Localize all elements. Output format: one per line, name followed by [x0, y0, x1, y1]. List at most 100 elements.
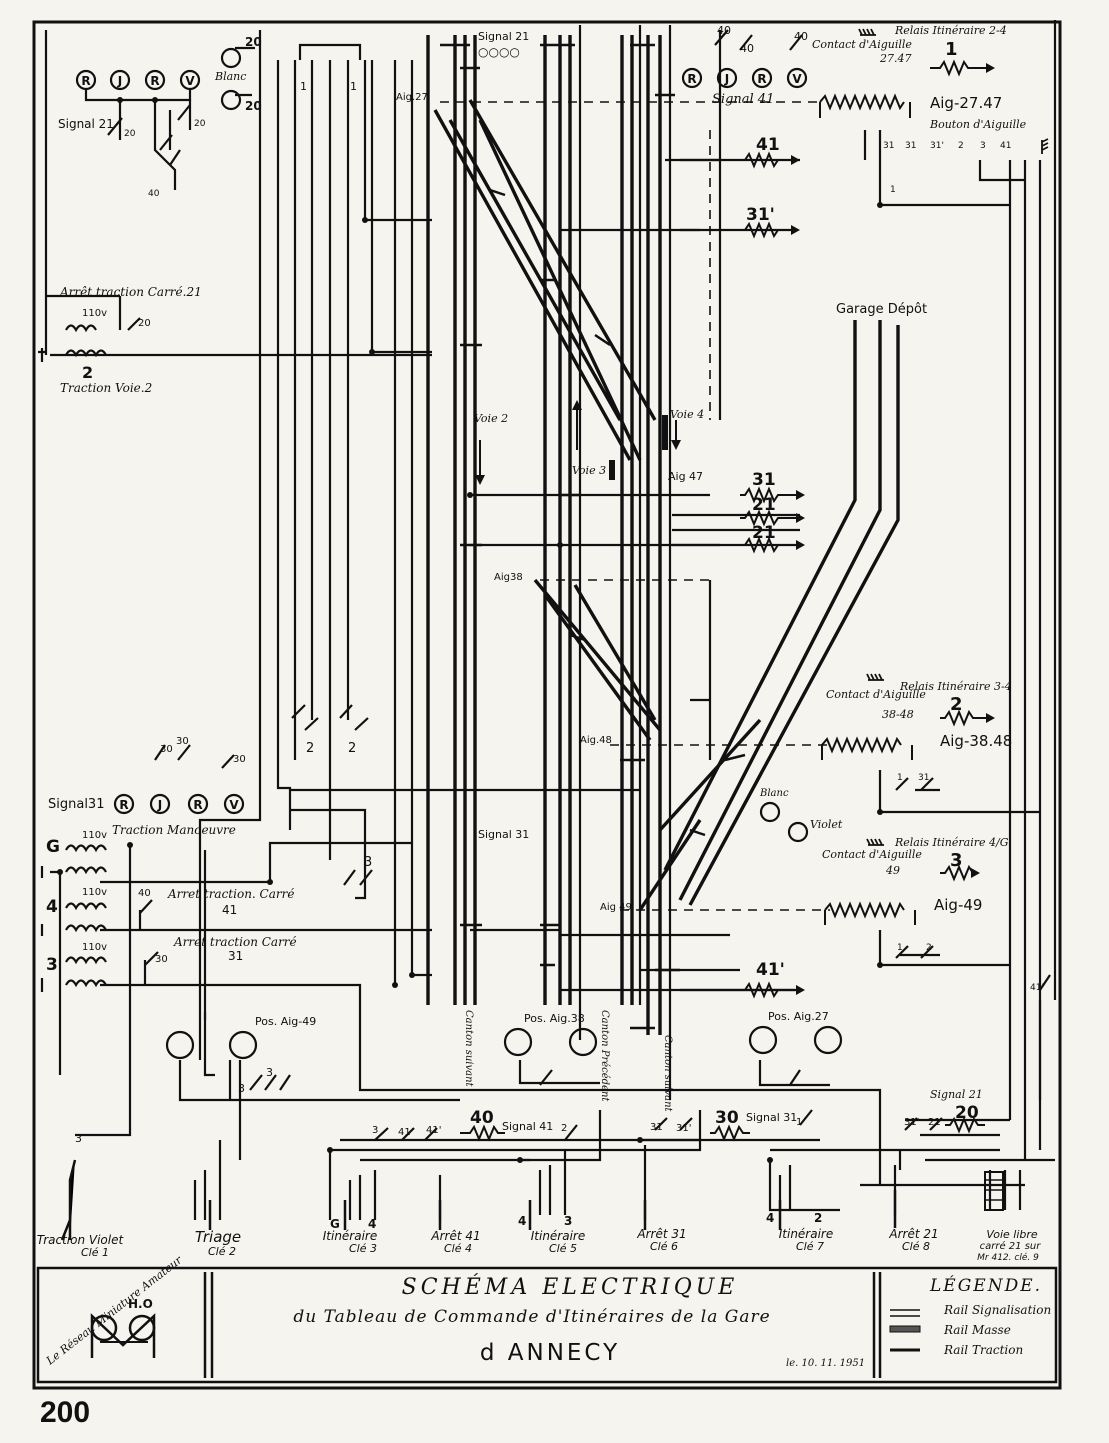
voie-3-label: Voie 3 — [572, 464, 606, 477]
v110-d: 110v — [82, 942, 107, 953]
contact-aig-34: Contact d'Aiguille — [826, 688, 926, 701]
traction-manoeuvre: Traction Manoeuvre — [112, 823, 236, 837]
right-contact-31: 31 — [918, 773, 929, 783]
key6-name: Arrêt 31 — [636, 1227, 686, 1241]
bottom-c3b: 3 — [238, 1082, 245, 1095]
canton-suivant-a: Canton suivant — [463, 1010, 474, 1088]
contact-40-l: 40 — [148, 189, 160, 199]
signal21-lamps-label: ○○○○ — [478, 45, 520, 59]
bouton-1: 1 — [890, 185, 896, 195]
schema-date: le. 10. 11. 1951 — [786, 1358, 865, 1369]
lamp-r-signal21 — [75, 69, 97, 91]
bottom-c3d: 3 — [372, 1125, 378, 1136]
bouton-41: 41 — [1000, 141, 1011, 151]
logo-ho: H.O — [128, 1297, 153, 1311]
lamp-r2-label-31: R — [193, 798, 202, 812]
relais-24-label: Relais Itinéraire 2-4 — [894, 24, 1007, 37]
coil-4-label: 4 — [46, 897, 58, 917]
blanc-right: Blanc — [759, 788, 789, 799]
key1-name: Traction Violet — [37, 1233, 125, 1247]
aig-49-label: Aig 49 — [600, 902, 632, 913]
output-41p: 41' — [756, 960, 785, 980]
bottom-signal31: Signal 31 — [746, 1111, 797, 1124]
lamp-violet — [787, 821, 809, 843]
contact-30-coil: 30 — [155, 954, 168, 965]
traction2-number: 2 — [82, 363, 93, 382]
canton-precedent: Canton Précédent — [599, 1010, 610, 1102]
contact-20-arret: 20 — [138, 318, 151, 329]
key2-sub: Clé 2 — [208, 1245, 236, 1258]
signal31-track-label: Signal 31 — [478, 828, 529, 841]
v110-a: 110v — [82, 308, 107, 319]
lamp-j-label-31: J — [157, 798, 162, 812]
arret-carre21: Arrêt traction Carré.21 — [59, 285, 202, 299]
aig-48-label: Aig.48 — [580, 735, 612, 746]
bottom-20: 20 — [955, 1103, 979, 1123]
bottom-c3c: 3 — [266, 1066, 273, 1079]
key8-name: Arrêt 21 — [888, 1227, 938, 1241]
lamp-r2-label-41: R — [757, 72, 766, 86]
key3-sub: Clé 3 — [349, 1242, 377, 1255]
output-21b: 21 — [752, 523, 776, 543]
contacts-30-c: 30 — [233, 754, 246, 765]
title-block: Le Réseau Miniature Amateur H.O SCHÉMA E… — [36, 1253, 1058, 1384]
aig-2747-label: Aig-27.47 — [930, 94, 1002, 112]
legend-item-traction: Rail Traction — [943, 1343, 1023, 1357]
lamp-r-signal31 — [113, 793, 135, 815]
key5-name: Itinéraire — [531, 1229, 586, 1243]
contacts-30-a: 30 — [160, 744, 173, 755]
bouton-31: 31 — [883, 141, 894, 151]
lamp-v-signal21 — [179, 69, 201, 91]
relais-34-label: Relais Itinéraire 3-4 — [899, 680, 1012, 693]
track-rails — [426, 35, 900, 1035]
bouton-3: 3 — [980, 141, 986, 151]
key9-name: Voie libre — [986, 1228, 1038, 1241]
bottom-g: G — [330, 1217, 340, 1231]
pos-aig27-lamp-b — [813, 1025, 843, 1055]
signal21-label: Signal 21 — [478, 30, 529, 43]
voie-2-label: Voie 2 — [474, 412, 508, 425]
bottom-signal41: Signal 41 — [502, 1120, 553, 1133]
relay-3-number: 3 — [950, 850, 963, 871]
lamp-r2-signal21 — [144, 69, 166, 91]
lamp-r2-signal41 — [751, 67, 773, 89]
relay-2-left: 2 — [306, 741, 314, 756]
bottom-4b: 4 — [518, 1214, 526, 1228]
signal41-label: Signal 41 — [712, 92, 774, 107]
lamp-r-signal41 — [681, 67, 703, 89]
lamp-v-label: V — [185, 74, 195, 88]
lamp-r-label-41: R — [687, 72, 696, 86]
lamp-r2-label: R — [150, 74, 159, 88]
bottom-40: 40 — [470, 1108, 494, 1128]
lamp-blanc-bottom — [220, 89, 242, 111]
bouton-aig-label: Bouton d'Aiguille — [929, 118, 1027, 131]
relay-2-right: 2 — [348, 741, 356, 756]
violet-right: Violet — [810, 818, 843, 831]
bouton-31b: 31 — [905, 141, 916, 151]
key3-name: Itinéraire — [323, 1229, 378, 1243]
schema-title: SCHÉMA ELECTRIQUE — [402, 1273, 739, 1300]
legend-title: LÉGENDE. — [929, 1275, 1042, 1296]
legend-item-masse: Rail Masse — [943, 1323, 1011, 1337]
contact-1a: 1 — [300, 80, 307, 93]
arret-carre41-a: Arret traction. Carré — [167, 887, 294, 901]
left-signal31: Signal31 — [48, 797, 104, 812]
pos-aig38-lamp-b — [568, 1027, 598, 1057]
bottom-c21: 21 — [928, 1117, 941, 1128]
blanc-label: Blanc — [214, 70, 246, 83]
coil-g-label: G — [46, 837, 60, 857]
page-number: 200 — [40, 1396, 91, 1429]
bottom-c31p-b: 31' — [904, 1117, 919, 1128]
right-contact-1b: 1 — [897, 943, 903, 953]
lamp-v-signal41 — [786, 67, 808, 89]
canton-suivant-b: Canton suivant — [662, 1035, 673, 1113]
contacts-30-b: 30 — [176, 736, 189, 747]
bouton-2: 2 — [958, 141, 964, 151]
contact-40-right: 40 — [794, 30, 808, 43]
voie-4-label: Voie 4 — [670, 408, 704, 421]
garage-depot-label: Garage Dépôt — [836, 302, 927, 317]
key1-sub: Clé 1 — [81, 1246, 109, 1259]
key8-sub: Clé 8 — [902, 1240, 930, 1253]
lamp-v-label-31: V — [229, 798, 239, 812]
contact-40-top: 40 — [717, 24, 731, 37]
